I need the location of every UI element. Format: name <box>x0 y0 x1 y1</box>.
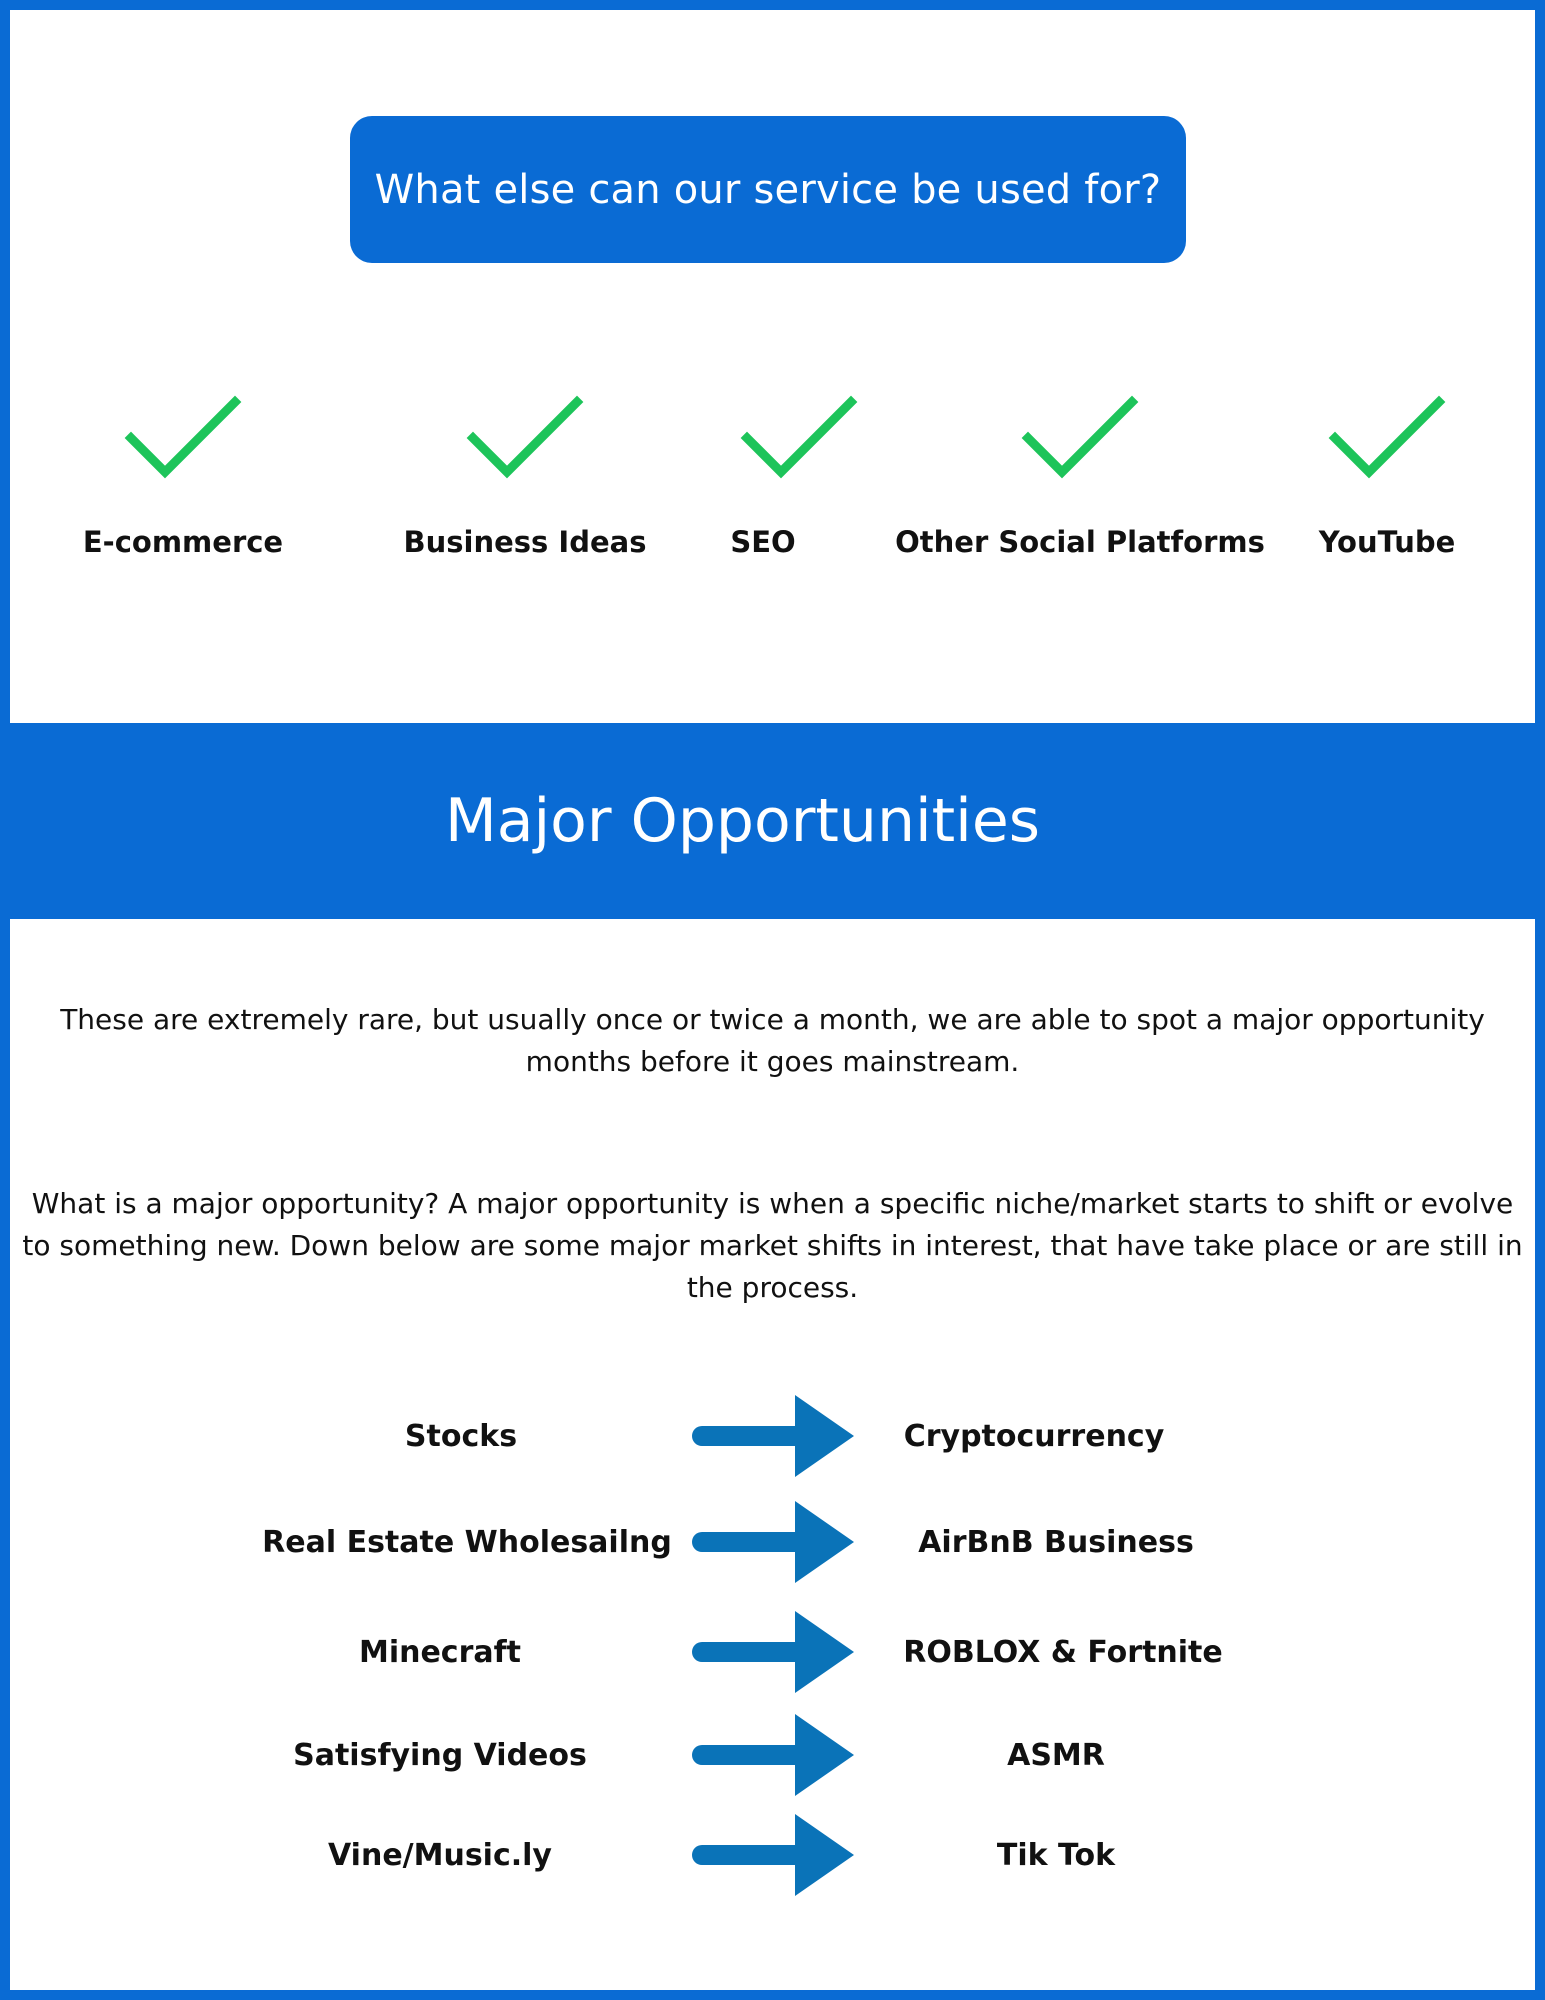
definition-paragraph: What is a major opportunity? A major opp… <box>22 1187 1523 1304</box>
checkmark-icon <box>1021 395 1139 479</box>
shift-from-label: Minecraft <box>358 1634 522 1670</box>
checkmark-icon <box>1328 395 1446 479</box>
use-case-item: Other Social Platforms <box>890 390 1270 559</box>
service-question-text: What else can our service be used for? <box>374 166 1162 213</box>
right-arrow-icon <box>692 1814 854 1896</box>
shift-to-label: ASMR <box>1007 1737 1105 1773</box>
shift-to-label: Cryptocurrency <box>903 1418 1165 1454</box>
shift-to-label: AirBnB Business <box>918 1524 1194 1560</box>
checkmark-icon <box>466 395 584 479</box>
use-cases-row: E-commerce Business Ideas SEO Other Soci… <box>0 390 1545 590</box>
right-arrow-icon <box>692 1501 854 1583</box>
intro-line: months before it goes mainstream. <box>525 1045 1020 1078</box>
use-case-label: SEO <box>730 525 796 559</box>
market-shift-row: Satisfying Videos ASMR <box>0 1710 1545 1800</box>
market-shift-row: Vine/Music.ly Tik Tok <box>0 1810 1545 1900</box>
section-title: Major Opportunities <box>444 786 1041 856</box>
checkmark-icon <box>740 395 858 479</box>
shift-from-label: Real Estate Wholesailng <box>262 1524 672 1560</box>
shift-to-label: ROBLOX & Fortnite <box>903 1634 1223 1670</box>
market-shift-row: Minecraft ROBLOX & Fortnite <box>0 1607 1545 1697</box>
shift-from-label: Satisfying Videos <box>293 1737 587 1773</box>
intro-line: These are extremely rare, but usually on… <box>60 1003 1485 1036</box>
use-case-item: E-commerce <box>0 390 373 559</box>
use-case-item: YouTube <box>1197 390 1545 559</box>
use-case-label: Other Social Platforms <box>895 525 1265 559</box>
use-case-item: Business Ideas <box>335 390 715 559</box>
use-case-label: Business Ideas <box>403 525 647 559</box>
use-case-label: YouTube <box>1318 525 1456 559</box>
intro-paragraph: These are extremely rare, but usually on… <box>15 999 1530 1083</box>
shift-from-label: Stocks <box>404 1418 518 1454</box>
market-shift-row: Real Estate Wholesailng AirBnB Business <box>0 1497 1545 1587</box>
section-banner: Major Opportunities <box>10 723 1535 919</box>
use-case-label: E-commerce <box>82 525 284 559</box>
market-shift-row: Stocks Cryptocurrency <box>0 1391 1545 1481</box>
right-arrow-icon <box>692 1714 854 1796</box>
right-arrow-icon <box>692 1611 854 1693</box>
checkmark-icon <box>124 395 242 479</box>
service-question-banner: What else can our service be used for? <box>350 116 1186 263</box>
use-case-item: SEO <box>609 390 989 559</box>
shift-to-label: Tik Tok <box>996 1837 1116 1873</box>
shift-from-label: Vine/Music.ly <box>327 1837 552 1873</box>
right-arrow-icon <box>692 1395 854 1477</box>
